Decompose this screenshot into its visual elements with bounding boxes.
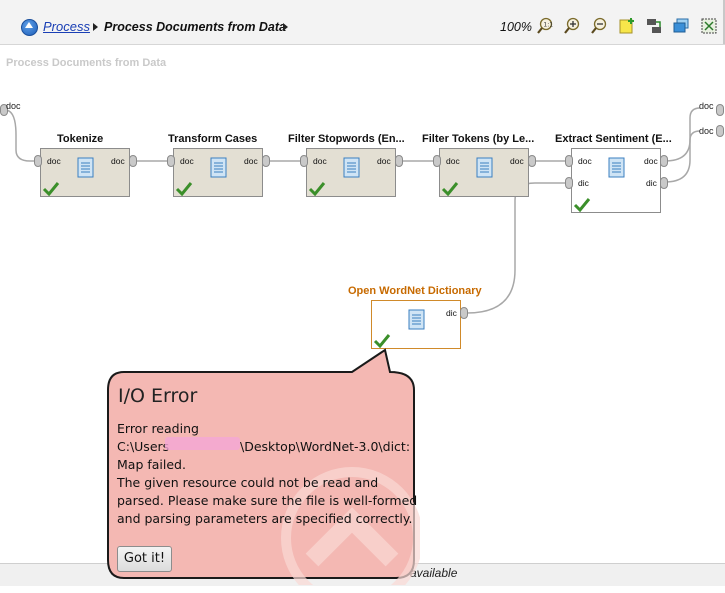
document-icon	[210, 157, 227, 178]
document-icon	[408, 309, 425, 330]
document-icon	[77, 157, 94, 178]
canvas-title: Process Documents from Data	[6, 57, 167, 69]
operator-output-port-dic[interactable]	[660, 177, 668, 189]
success-check-icon	[42, 182, 60, 196]
operator-output-label: doc	[111, 156, 125, 166]
operator-output-label-dic: dic	[646, 178, 657, 188]
redacted-username	[165, 437, 240, 450]
operator-stack-icon[interactable]	[672, 17, 690, 35]
operator-input-label: doc	[180, 156, 194, 166]
success-check-icon	[573, 198, 591, 212]
operator-title-tokenize: Tokenize	[57, 133, 104, 145]
breadcrumb-current: Process Documents from Data	[104, 20, 287, 34]
success-check-icon	[308, 182, 326, 196]
zoom-out-icon[interactable]	[590, 17, 608, 35]
operator-input-port[interactable]	[433, 155, 441, 167]
toolbar-edge	[723, 0, 725, 44]
breadcrumb-separator-icon	[93, 23, 98, 31]
zoom-in-icon[interactable]	[563, 17, 581, 35]
error-line-4: The given resource could not be read and	[117, 475, 379, 490]
document-icon	[608, 157, 625, 178]
process-input-port[interactable]	[0, 104, 8, 116]
operator-title-transform-cases: Transform Cases	[168, 133, 258, 145]
operator-input-port[interactable]	[300, 155, 308, 167]
operator-output-port[interactable]	[262, 155, 270, 167]
process-up-icon[interactable]	[21, 19, 38, 36]
operator-output-label: doc	[244, 156, 258, 166]
error-line-6: and parsing parameters are specified cor…	[117, 511, 413, 526]
process-output-port-2[interactable]	[716, 125, 724, 137]
error-line-1: Error reading	[117, 421, 199, 436]
success-check-icon	[441, 182, 459, 196]
operator-title-open-wordnet: Open WordNet Dictionary	[348, 285, 482, 297]
operator-output-port[interactable]	[129, 155, 137, 167]
operator-output-port[interactable]	[528, 155, 536, 167]
operator-input-label: doc	[578, 156, 592, 166]
operator-title-extract-sentiment: Extract Sentiment (E...	[555, 133, 672, 145]
error-line-5: parsed. Please make sure the file is wel…	[117, 493, 418, 508]
operator-extract-sentiment[interactable]: doc doc dic dic	[571, 148, 661, 213]
operator-input-port-dic[interactable]	[565, 177, 573, 189]
operator-filter-tokens[interactable]: doc doc	[439, 148, 529, 197]
operator-input-label: doc	[446, 156, 460, 166]
process-input-label: doc	[6, 101, 21, 111]
add-note-icon[interactable]	[618, 17, 636, 35]
operator-tokenize[interactable]: doc doc	[40, 148, 130, 197]
status-text: available	[410, 566, 458, 580]
operator-input-label-dic: dic	[578, 178, 589, 188]
process-output-label-2: doc	[699, 126, 714, 136]
operator-output-port[interactable]	[660, 155, 668, 167]
operator-output-port[interactable]	[395, 155, 403, 167]
operator-title-filter-stopwords: Filter Stopwords (En...	[288, 133, 405, 145]
operator-input-label: doc	[313, 156, 327, 166]
error-bubble	[107, 348, 420, 585]
zoom-level: 100%	[500, 20, 532, 34]
success-check-icon	[175, 182, 193, 196]
error-path-prefix: C:\Users	[117, 439, 170, 454]
document-icon	[476, 157, 493, 178]
operator-output-label: doc	[644, 156, 658, 166]
success-check-icon	[373, 334, 391, 348]
operator-output-label: doc	[510, 156, 524, 166]
got-it-button[interactable]: Got it!	[117, 546, 172, 572]
fit-window-icon[interactable]	[700, 17, 718, 35]
operator-open-wordnet[interactable]: dic	[371, 300, 461, 349]
zoom-fit-icon[interactable]: 1:1	[536, 17, 554, 35]
error-line-3: Map failed.	[117, 457, 186, 472]
process-output-label-1: doc	[699, 101, 714, 111]
breadcrumb-process-link[interactable]: Process	[43, 19, 90, 34]
operator-input-port[interactable]	[167, 155, 175, 167]
operator-output-label-dic: dic	[446, 308, 457, 318]
auto-wire-icon[interactable]	[645, 17, 663, 35]
svg-text:1:1: 1:1	[543, 22, 553, 29]
operator-filter-stopwords[interactable]: doc doc	[306, 148, 396, 197]
breadcrumb-dropdown-icon[interactable]	[283, 23, 288, 31]
operator-input-label: doc	[47, 156, 61, 166]
error-path-suffix: \Desktop\WordNet-3.0\dict:	[240, 439, 411, 454]
process-output-port-1[interactable]	[716, 104, 724, 116]
error-title: I/O Error	[118, 385, 198, 407]
operator-input-port[interactable]	[565, 155, 573, 167]
operator-output-port-dic[interactable]	[460, 307, 468, 319]
operator-input-port[interactable]	[34, 155, 42, 167]
operator-title-filter-tokens: Filter Tokens (by Le...	[422, 133, 535, 145]
operator-output-label: doc	[377, 156, 391, 166]
document-icon	[343, 157, 360, 178]
operator-transform-cases[interactable]: doc doc	[173, 148, 263, 197]
